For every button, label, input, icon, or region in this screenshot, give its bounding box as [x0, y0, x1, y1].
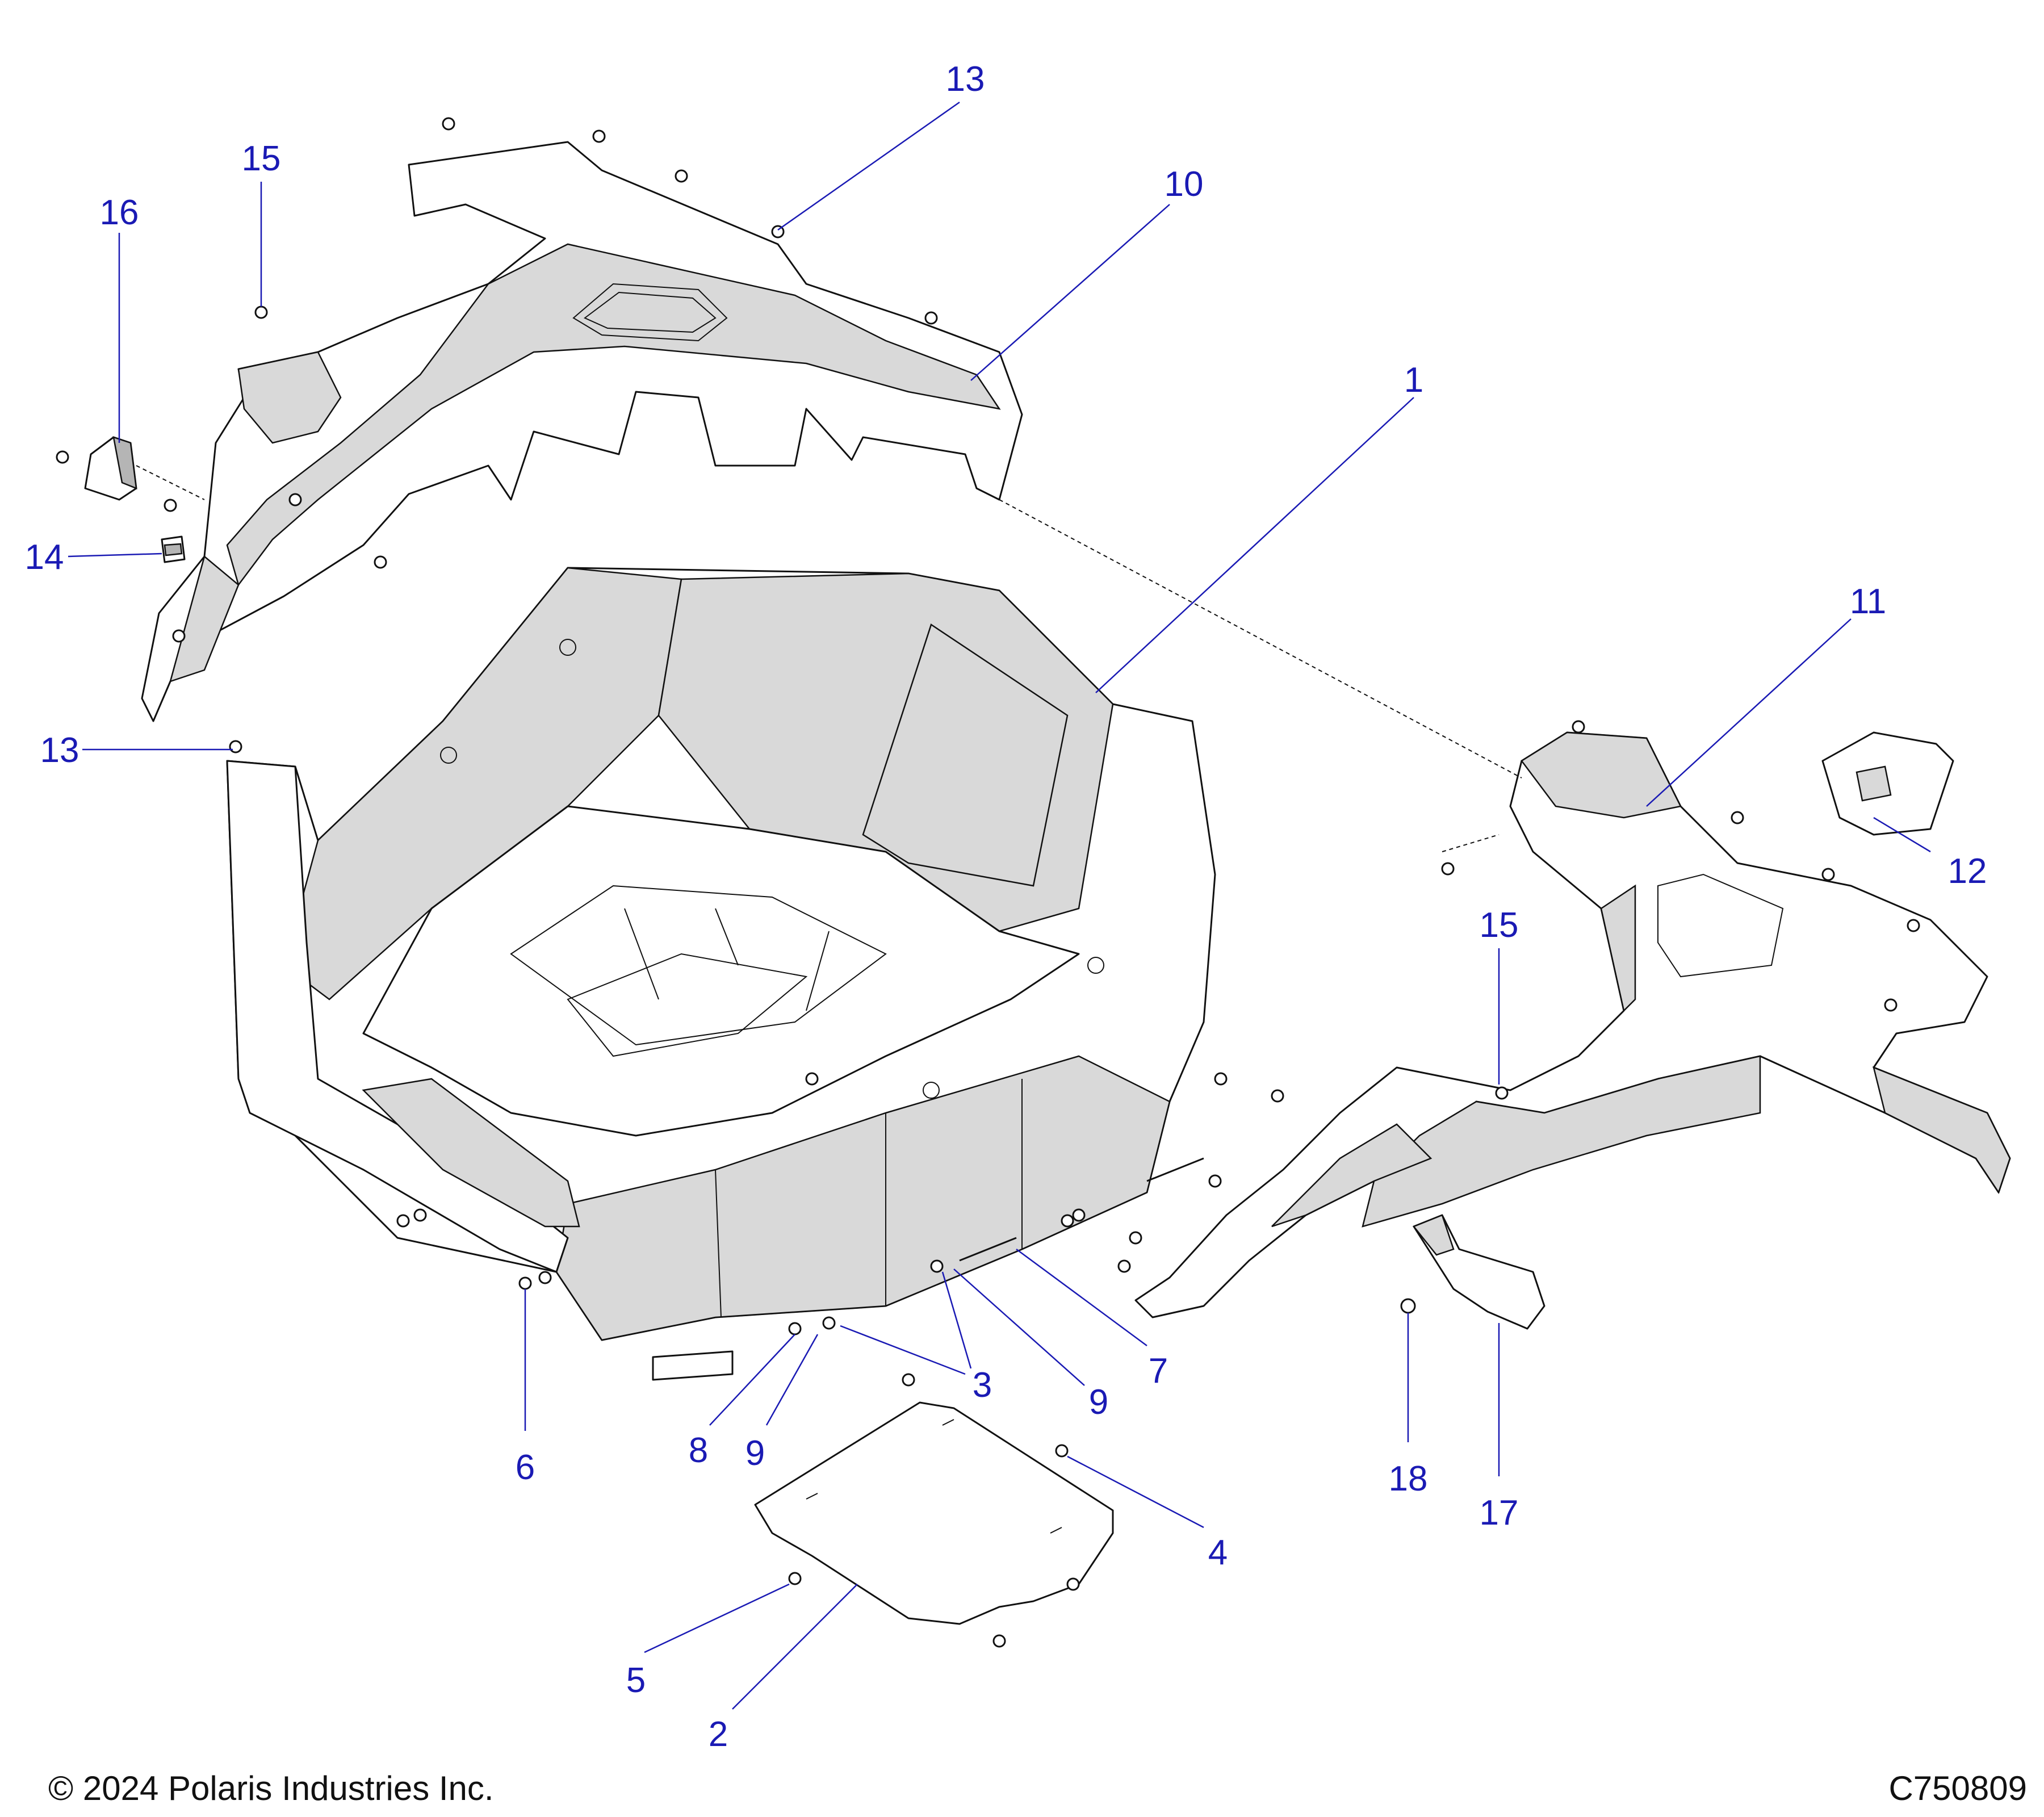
callout-13-top: 13	[777, 60, 985, 231]
skid-plate	[754, 1401, 1114, 1625]
callout-17-label: 17	[1480, 1493, 1519, 1533]
callout-15-right: 15	[1480, 906, 1519, 1085]
callout-7: 7	[1016, 1248, 1168, 1391]
side-bracket	[1412, 1214, 1545, 1330]
callout-9-right: 9	[953, 1268, 1108, 1422]
callout-5-label: 5	[626, 1661, 646, 1700]
callout-18-label: 18	[1389, 1459, 1428, 1498]
callout-18: 18	[1389, 1313, 1428, 1498]
cover-plate	[1821, 731, 1954, 836]
callout-14-label: 14	[25, 538, 64, 577]
callout-4: 4	[1067, 1455, 1228, 1572]
callout-11-leader	[1646, 618, 1852, 807]
callout-12: 12	[1873, 817, 1987, 891]
callout-10-leader	[970, 204, 1170, 381]
callout-15-top-label: 15	[242, 139, 281, 178]
copyright-text: © 2024 Polaris Industries Inc.	[48, 1769, 494, 1807]
callout-4-leader	[1067, 1455, 1204, 1529]
callout-3-leader	[840, 1325, 966, 1375]
callout-8: 8	[689, 1334, 795, 1470]
callout-14-leader	[68, 552, 162, 558]
callout-9-left-leader	[765, 1334, 819, 1426]
callout-10: 10	[970, 165, 1204, 381]
callout-16: 16	[100, 193, 139, 443]
callout-5: 5	[626, 1583, 790, 1700]
cargo-box	[226, 567, 1216, 1341]
callout-16-label: 16	[100, 193, 139, 232]
callout-10-label: 10	[1165, 165, 1204, 204]
callout-13-left: 13	[40, 731, 233, 770]
callout-11-label: 11	[1850, 582, 1886, 621]
callout-13-top-label: 13	[946, 60, 985, 99]
nut	[1400, 1298, 1416, 1314]
callout-9-right-leader	[953, 1268, 1085, 1386]
callout-6-label: 6	[516, 1448, 535, 1487]
callout-3-label: 3	[973, 1366, 992, 1405]
clip-retainer	[161, 535, 186, 563]
callout-12-leader	[1873, 817, 1931, 853]
lower-support-frame	[1134, 731, 2011, 1318]
callout-13-left-label: 13	[40, 731, 79, 770]
callout-9-left: 9	[745, 1334, 819, 1473]
callout-15-right-label: 15	[1480, 906, 1519, 945]
callout-6: 6	[516, 1289, 535, 1487]
callout-13-top-leader	[777, 101, 960, 231]
callout-2-leader	[732, 1584, 858, 1710]
callout-8-leader	[709, 1334, 795, 1426]
callout-3: 3	[840, 1271, 992, 1405]
callout-11: 11	[1646, 582, 1886, 807]
callout-1-label: 1	[1404, 361, 1423, 400]
callout-5-leader	[644, 1583, 790, 1653]
callout-1-leader	[1095, 397, 1414, 693]
callout-9-left-label: 9	[745, 1434, 765, 1473]
callout-7-label: 7	[1149, 1351, 1168, 1391]
callout-2-label: 2	[709, 1715, 728, 1754]
callout-15-top: 15	[242, 139, 281, 307]
callout-7-leader	[1016, 1248, 1147, 1347]
callout-4-label: 4	[1208, 1533, 1228, 1572]
upper-support-frame	[141, 141, 1023, 722]
fasteners	[164, 117, 1920, 1648]
callout-8-label: 8	[689, 1431, 708, 1470]
drawing-id: C750809	[1888, 1769, 2027, 1807]
callout-9-right-label: 9	[1089, 1383, 1108, 1422]
callout-17: 17	[1480, 1323, 1519, 1533]
callout-1: 1	[1095, 361, 1423, 693]
long-bolt	[959, 1157, 1204, 1262]
callout-14: 14	[25, 538, 162, 577]
callout-12-label: 12	[1948, 852, 1987, 891]
callout-2: 2	[709, 1584, 858, 1754]
callout-3-leader-2	[941, 1271, 972, 1369]
mount-bracket	[56, 436, 205, 501]
